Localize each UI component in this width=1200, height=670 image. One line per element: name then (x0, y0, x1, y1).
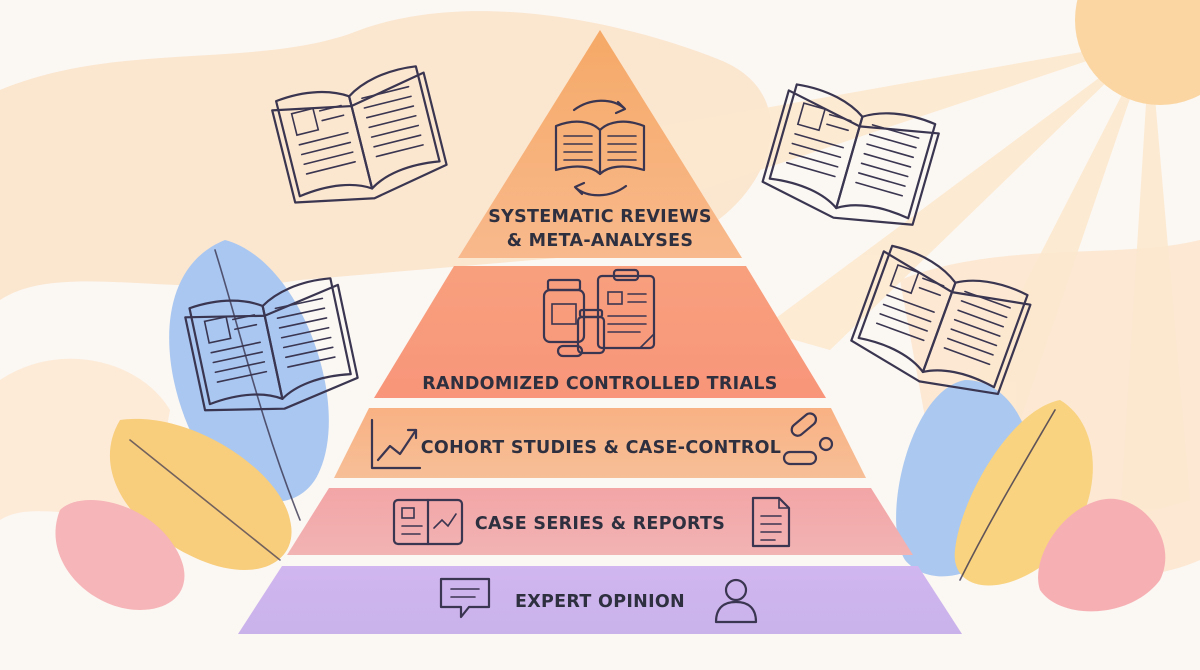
person-icon (714, 578, 758, 624)
open-book-icon (271, 65, 448, 204)
open-book-icon (761, 83, 940, 226)
tier-1-label-line-2: & META-ANALYSES (507, 231, 694, 251)
leaf-icon (896, 380, 1166, 612)
open-book-icon (850, 244, 1032, 396)
pyramid-tier-1: SYSTEMATIC REVIEWS & META-ANALYSES (458, 30, 742, 258)
case-report-card-icon (392, 498, 464, 546)
pyramid-tier-5: EXPERT OPINION (238, 566, 962, 634)
trend-chart-icon (370, 418, 422, 470)
evidence-pyramid: SYSTEMATIC REVIEWS & META-ANALYSES RAN (238, 30, 962, 634)
clipboard-icon (596, 268, 656, 350)
pyramid-tier-2: RANDOMIZED CONTROLLED TRIALS (374, 266, 826, 398)
pyramid-tier-4: CASE SERIES & REPORTS (287, 488, 913, 555)
tier-5-label: EXPERT OPINION (515, 592, 685, 612)
tier-4-label: CASE SERIES & REPORTS (475, 514, 725, 534)
open-book-icon (184, 277, 359, 412)
sun-rays (640, 40, 1190, 520)
pyramid-tier-3: COHORT STUDIES & CASE-CONTROL (334, 408, 866, 478)
medicine-bottles-icon (542, 278, 606, 358)
pills-icon (782, 412, 834, 466)
sun-icon (1075, 0, 1200, 105)
book-with-cycle-arrows-icon (554, 99, 646, 197)
tier-3-label: COHORT STUDIES & CASE-CONTROL (421, 438, 781, 458)
speech-bubble-icon (439, 577, 491, 619)
document-icon (751, 496, 791, 548)
tier-2-label: RANDOMIZED CONTROLLED TRIALS (422, 374, 777, 394)
tier-1-label-line-1: SYSTEMATIC REVIEWS (488, 207, 712, 227)
